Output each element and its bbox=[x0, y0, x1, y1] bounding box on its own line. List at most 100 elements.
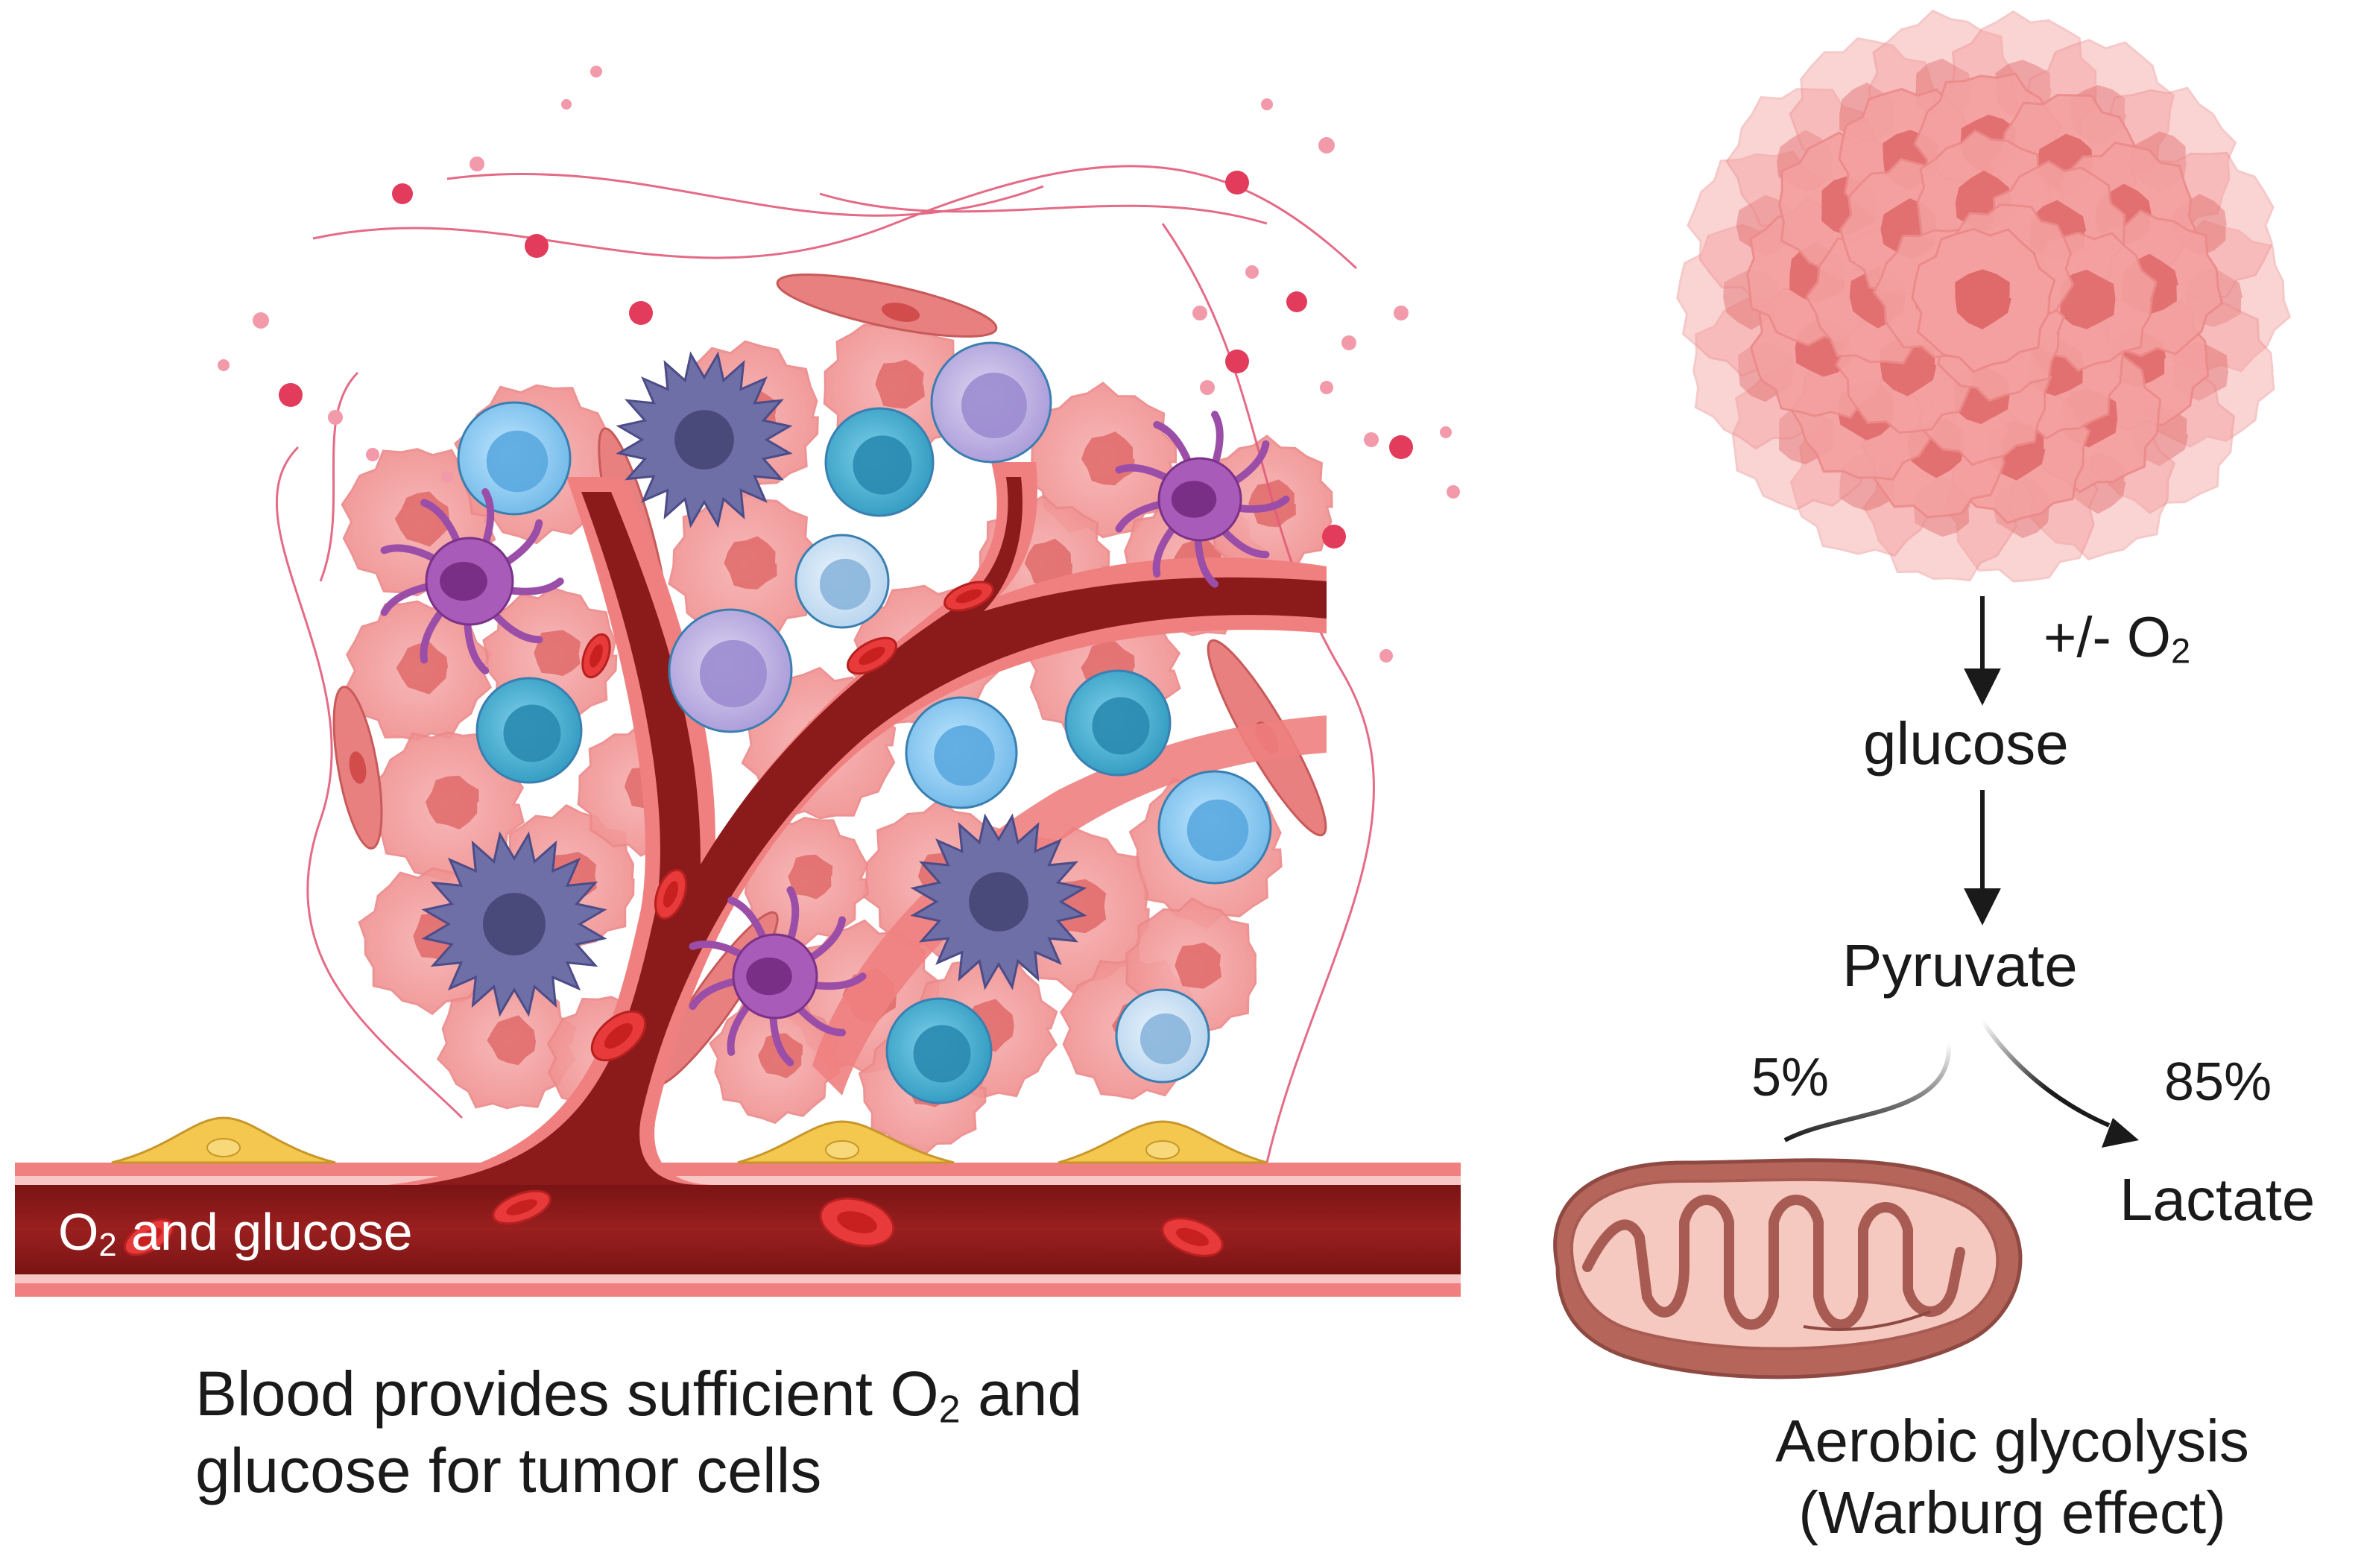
teal-lymphocyte-nucleus bbox=[1092, 697, 1150, 755]
dendritic-cell bbox=[380, 488, 564, 674]
pericytes bbox=[111, 1116, 1268, 1164]
dendritic-cell-nucleus bbox=[746, 957, 792, 996]
left-caption: Blood provides sufficient O2 and glucose… bbox=[195, 1356, 1082, 1508]
particle bbox=[561, 99, 572, 110]
tumor-cell-nucleus bbox=[1175, 942, 1222, 989]
tumor-cell-nucleus bbox=[875, 359, 925, 409]
mitochondrion bbox=[1553, 1158, 2023, 1379]
particle bbox=[1341, 335, 1356, 350]
particle bbox=[1225, 171, 1249, 195]
dendritic-cell-nucleus bbox=[440, 561, 487, 601]
lavender-cell-nucleus bbox=[699, 639, 768, 708]
particle bbox=[1261, 98, 1273, 110]
dendritic-cell bbox=[689, 886, 867, 1066]
red-blood-cell bbox=[943, 581, 994, 612]
particle bbox=[470, 157, 484, 171]
oxygen-condition-label: +/- O2 bbox=[2044, 606, 2191, 671]
blue-lymphocyte-nucleus bbox=[1186, 799, 1249, 862]
pathway-arrows bbox=[1964, 596, 2001, 926]
arrowhead-pyruvate bbox=[1964, 888, 2001, 926]
lavender-cell-nucleus bbox=[961, 373, 1027, 438]
right-caption-line1: Aerobic glycolysis bbox=[1775, 1408, 2249, 1474]
right-caption-line2: (Warburg effect) bbox=[1798, 1479, 2226, 1546]
particle bbox=[1379, 649, 1393, 663]
red-blood-cell-center bbox=[136, 1227, 162, 1247]
teal-lymphocyte-nucleus bbox=[503, 704, 561, 762]
immune-cells bbox=[380, 341, 1290, 1104]
red-blood-cell bbox=[819, 1197, 895, 1248]
particle bbox=[1192, 306, 1207, 320]
macrophage-nucleus bbox=[483, 893, 546, 955]
tumor-spheroid bbox=[1676, 9, 2292, 583]
red-blood-cell bbox=[492, 1189, 551, 1225]
red-blood-cell bbox=[581, 633, 611, 679]
lactate-label: Lactate bbox=[2120, 1166, 2316, 1233]
particle bbox=[1200, 380, 1215, 395]
red-blood-cell-center bbox=[663, 881, 678, 908]
left-caption-line1: Blood provides sufficient O2 and bbox=[195, 1359, 1083, 1432]
glucose-label: glucose bbox=[1863, 710, 2069, 777]
arrowhead-lactate bbox=[2102, 1118, 2139, 1148]
red-blood-cell bbox=[124, 1218, 174, 1256]
red-blood-cell-center bbox=[837, 1211, 877, 1233]
tumor-cell-nucleus bbox=[788, 854, 833, 900]
blood-vessel bbox=[15, 462, 1461, 1297]
particle bbox=[1286, 291, 1307, 312]
red-blood-cell-center bbox=[859, 646, 885, 666]
blue-lymphocyte-nucleus bbox=[486, 430, 549, 493]
dendritic-cell bbox=[1115, 411, 1290, 588]
particle bbox=[1320, 381, 1333, 394]
tumor-cell-nucleus bbox=[724, 536, 777, 589]
red-blood-cell-center bbox=[1176, 1227, 1209, 1247]
macrophage-nucleus bbox=[969, 872, 1028, 932]
red-blood-cell-center bbox=[506, 1199, 537, 1215]
red-blood-cell-center bbox=[955, 589, 982, 604]
particle bbox=[525, 234, 549, 258]
particle bbox=[218, 359, 230, 371]
red-blood-cell-center bbox=[604, 1023, 633, 1049]
right-caption: Aerobic glycolysis (Warburg effect) bbox=[1714, 1406, 2310, 1549]
particle bbox=[392, 183, 413, 204]
particle bbox=[590, 66, 602, 78]
red-blood-cell bbox=[1161, 1217, 1224, 1257]
red-blood-cell bbox=[590, 1010, 647, 1062]
particle bbox=[1322, 525, 1346, 549]
particle bbox=[1394, 306, 1409, 320]
particle bbox=[366, 448, 379, 461]
vessel-label: O2 and glucose bbox=[58, 1203, 413, 1263]
pale-lymphocyte-nucleus bbox=[1140, 1013, 1192, 1065]
particle bbox=[1389, 435, 1413, 459]
particle bbox=[1440, 426, 1452, 438]
lactate-percent-label: 85% bbox=[2164, 1052, 2272, 1112]
dendritic-cell-nucleus bbox=[1171, 481, 1217, 518]
particle bbox=[328, 410, 343, 425]
teal-lymphocyte-nucleus bbox=[853, 435, 912, 495]
macrophage-nucleus bbox=[674, 410, 734, 470]
pale-lymphocyte-nucleus bbox=[819, 558, 871, 610]
spheroid-cell-nucleus bbox=[1955, 269, 2011, 329]
pyruvate-label: Pyruvate bbox=[1842, 932, 2078, 999]
particle bbox=[629, 301, 653, 325]
red-blood-cell bbox=[654, 868, 688, 920]
arrow-pyruvate-to-lactate bbox=[1980, 1019, 2111, 1128]
particle bbox=[1245, 265, 1259, 279]
particle bbox=[279, 383, 303, 407]
particle bbox=[253, 312, 269, 329]
red-blood-cells bbox=[124, 581, 1224, 1257]
particle bbox=[1364, 432, 1379, 447]
arrow-pyruvate-to-mitochondria bbox=[1783, 1043, 1952, 1142]
tumor-cell-nucleus bbox=[487, 1015, 537, 1066]
red-blood-cell-center bbox=[590, 644, 603, 668]
particle bbox=[1318, 137, 1335, 154]
tumor-cell-nucleus bbox=[425, 775, 479, 829]
tumor-cell-nucleus bbox=[396, 642, 449, 695]
arrowhead-glucose bbox=[1964, 668, 2001, 706]
blue-lymphocyte-nucleus bbox=[934, 725, 995, 786]
particle bbox=[1447, 485, 1460, 499]
tumor-cell-nucleus bbox=[534, 630, 581, 677]
floating-particles bbox=[218, 66, 1460, 663]
particle bbox=[441, 471, 453, 483]
left-caption-line2: glucose for tumor cells bbox=[195, 1435, 822, 1505]
tumor-cell-nucleus bbox=[1024, 538, 1072, 587]
